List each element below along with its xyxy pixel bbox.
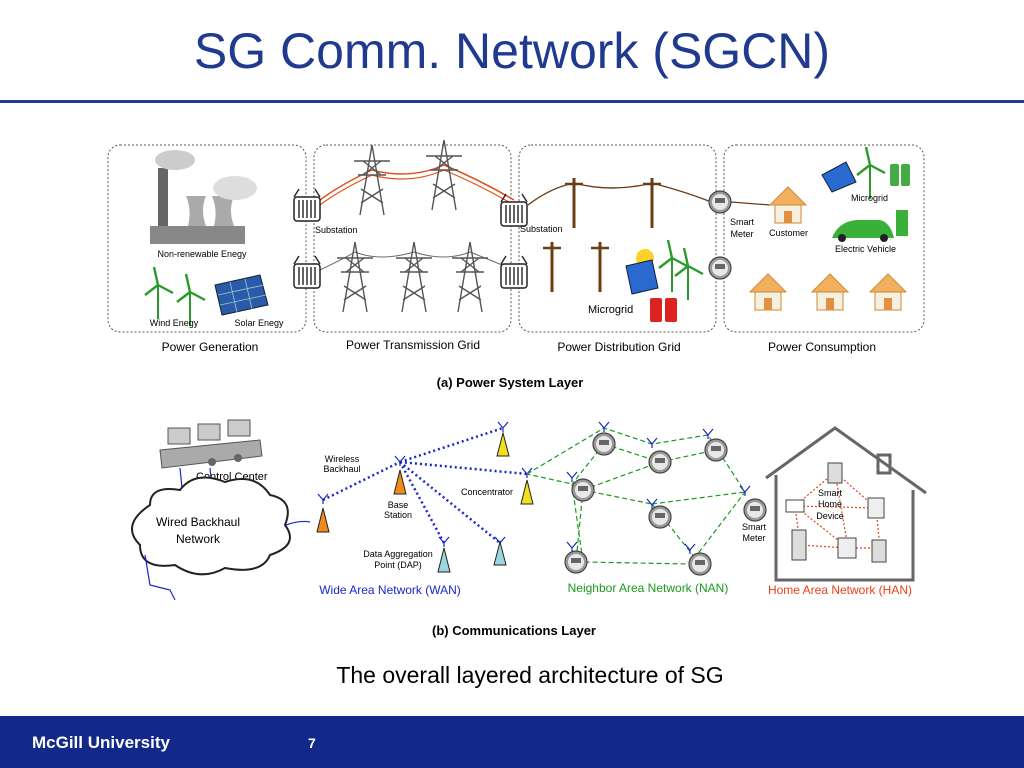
concentrator-tower-icon [496, 421, 510, 457]
wan-links [322, 426, 528, 544]
panel-transmission [313, 144, 512, 333]
label-substation: Substation [315, 225, 358, 235]
wind-turbine-icon [657, 238, 689, 294]
page-title: SG Comm. Network (SGCN) [193, 23, 831, 79]
label-customer: Customer [769, 228, 808, 238]
solar-panel-icon [625, 249, 659, 295]
smart-meter-icon [592, 432, 616, 456]
panel-label-distribution: Power Distribution Grid [557, 340, 680, 354]
footer-bar: McGill University 7 [0, 716, 1024, 768]
label-solar: Solar Enegy [234, 318, 284, 328]
wind-turbine-icon [673, 246, 705, 302]
dap-tower-icon [437, 536, 451, 573]
network-label-nan: Neighbor Area Network (NAN) [568, 581, 729, 595]
label-concentrator: Concentrator [461, 487, 513, 497]
panel-generation [107, 144, 307, 333]
power-plant-icon [150, 150, 257, 244]
service-line [730, 201, 771, 206]
home-outline [765, 426, 927, 582]
home-appliances-icons [785, 462, 887, 563]
pole-icon [541, 240, 563, 294]
substation-icon [500, 193, 528, 227]
label-electric-vehicle: Electric Vehicle [835, 244, 896, 254]
battery-icon [650, 298, 677, 322]
footer-org: McGill University [32, 733, 170, 752]
power-system-layer: Non-renewable Enegy Wind Enegy Solar Ene… [107, 139, 925, 390]
label-non-renewable: Non-renewable Enegy [157, 249, 247, 259]
base-station-tower-icon [393, 455, 407, 495]
wired-link [144, 554, 176, 601]
wind-turbine-icon [143, 265, 175, 321]
smart-meter-icon [571, 478, 595, 502]
pole-icon [641, 176, 663, 230]
antenna-icon [702, 428, 714, 440]
panel-consumption [723, 144, 925, 333]
antenna-icon [598, 421, 610, 433]
wired-backhaul-cloud-icon [131, 476, 291, 576]
layer-caption-power: (a) Power System Layer [437, 375, 584, 390]
microgrid-icon [821, 145, 910, 201]
page-number: 7 [308, 735, 316, 751]
house-icon [749, 273, 787, 311]
smart-meter-icon [564, 550, 588, 574]
substation-icon [500, 255, 528, 289]
smart-meter-icon [708, 256, 732, 280]
smart-meter-icon [688, 552, 712, 576]
pylon-icon [353, 144, 391, 216]
panel-label-generation: Power Generation [162, 340, 259, 354]
layer-caption-comm: (b) Communications Layer [432, 623, 596, 638]
control-center-icon [159, 419, 263, 469]
house-icon [869, 273, 907, 311]
distribution-line [527, 182, 717, 206]
house-icon [769, 186, 807, 224]
label-microgrid: Microgrid [851, 193, 888, 203]
title-divider [0, 100, 1024, 103]
smart-meter-icon [704, 438, 728, 462]
smart-meter-icon [648, 505, 672, 529]
electric-vehicle-icon [832, 210, 908, 242]
solar-panel-icon [214, 274, 269, 316]
transmission-lines [319, 164, 515, 271]
pole-icon [589, 240, 611, 294]
substation-icon [293, 255, 321, 289]
figure-caption: The overall layered architecture of SG [336, 662, 724, 688]
wan-tower-icon [316, 493, 330, 533]
panel-distribution [518, 144, 717, 333]
sg-architecture-diagram: Non-renewable Enegy Wind Enegy Solar Ene… [107, 139, 927, 638]
panel-label-transmission: Power Transmission Grid [346, 338, 480, 352]
substation-icon [293, 188, 321, 222]
label-microgrid: Microgrid [588, 304, 633, 316]
label-wind: Wind Enegy [150, 318, 199, 328]
network-label-wan: Wide Area Network (WAN) [319, 583, 461, 597]
label-substation: Substation [520, 224, 563, 234]
antenna-icon [684, 543, 696, 555]
wired-link [285, 520, 311, 526]
smart-meter-icon [743, 498, 767, 522]
smart-meter-icon [648, 450, 672, 474]
dap-tower-icon [493, 536, 507, 566]
pole-icon [563, 176, 585, 230]
smart-meter-icon [708, 190, 732, 214]
network-label-han: Home Area Network (HAN) [768, 583, 912, 597]
panel-label-consumption: Power Consumption [768, 340, 876, 354]
house-icon [811, 273, 849, 311]
concentrator-tower-icon [520, 467, 534, 505]
antenna-icon [566, 471, 578, 483]
